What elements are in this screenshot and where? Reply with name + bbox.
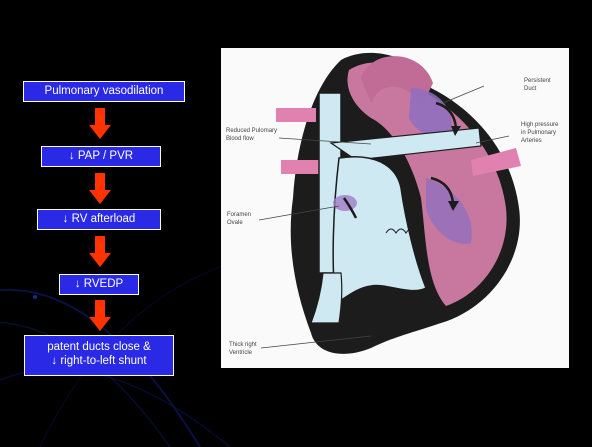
label-high-pressure-1: High pressure (521, 122, 559, 128)
label-persistent-duct-1: Persistent (524, 78, 551, 84)
label-foramen-ovale-1: Foramen (227, 212, 251, 218)
heart-diagram: Persistent Duct Reduced Pulomary Blood f… (221, 48, 569, 368)
heart-illustration: Persistent Duct Reduced Pulomary Blood f… (221, 48, 569, 368)
flow-step-rv-afterload: ↓ RV afterload (37, 209, 161, 230)
label-thick-rv-1: Thick right (229, 342, 257, 348)
down-arrow-icon (88, 236, 112, 268)
label-thick-rv-2: Ventricle (229, 350, 253, 356)
pulmonary-vein-upper (276, 108, 316, 122)
down-arrow-icon (88, 173, 112, 205)
flow-step-ducts-close: patent ducts close & ↓ right-to-left shu… (24, 335, 174, 376)
label-high-pressure-3: Arteries (521, 138, 542, 144)
down-arrow-icon (88, 108, 112, 140)
flow-step-ducts-close-line2: ↓ right-to-left shunt (28, 354, 170, 368)
pulmonary-vein-lower (281, 160, 319, 174)
flow-step-rvedp: ↓ RVEDP (59, 274, 139, 295)
down-arrow-icon (88, 300, 112, 332)
label-reduced-flow-2: Blood flow (226, 136, 254, 142)
label-foramen-ovale-2: Ovale (227, 220, 243, 226)
flow-step-pap-pvr: ↓ PAP / PVR (41, 146, 161, 167)
label-persistent-duct-2: Duct (524, 86, 537, 92)
label-high-pressure-2: in Pulmonary (521, 130, 556, 136)
flow-step-ducts-close-line1: patent ducts close & (28, 340, 170, 354)
flow-step-pulmonary-vasodilation: Pulmonary vasodilation (23, 81, 185, 102)
label-reduced-flow-1: Reduced Pulomary (226, 128, 277, 134)
leader-persistent-duct (443, 86, 484, 103)
